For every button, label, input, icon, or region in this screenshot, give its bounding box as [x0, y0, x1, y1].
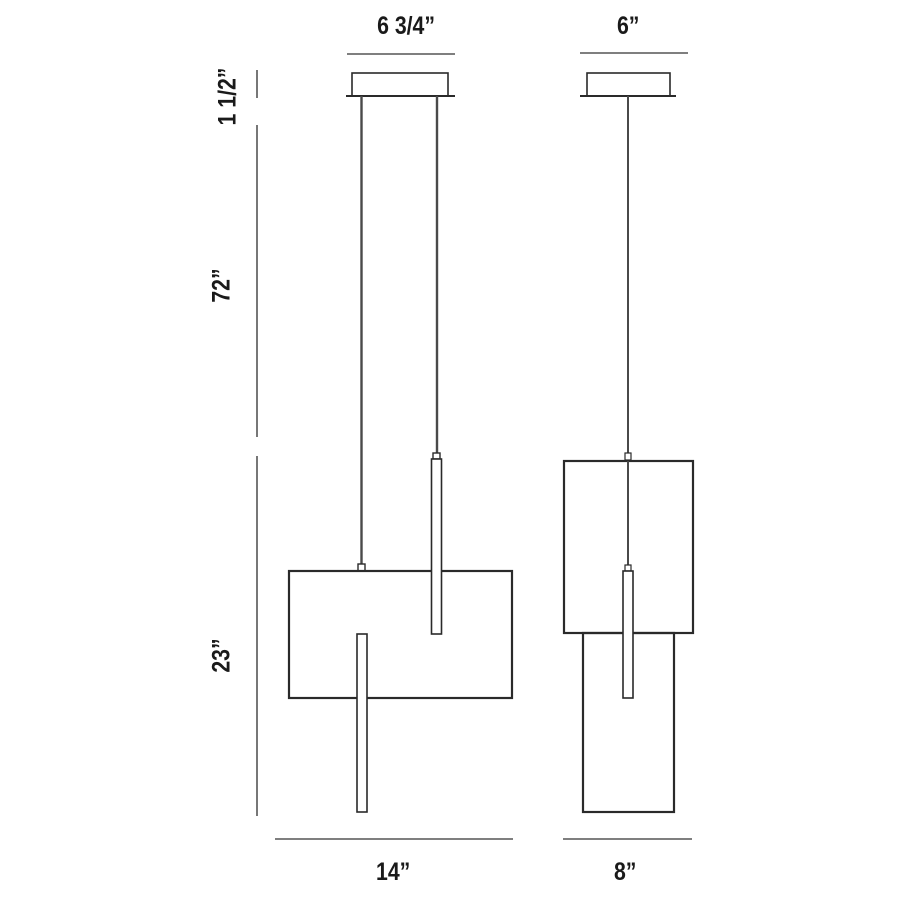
side-connector-top	[624, 452, 632, 461]
cord-length-label: 72”	[207, 268, 236, 303]
side-view	[562, 72, 695, 814]
side-tube	[622, 570, 634, 699]
front-view	[287, 72, 514, 813]
front-canopy	[351, 72, 449, 97]
front-tube-lower	[356, 633, 368, 813]
front-canopy-width-label: 6 3/4”	[377, 12, 436, 40]
front-width-label: 14”	[376, 858, 411, 886]
side-canopy-width-label: 6”	[616, 12, 640, 40]
top-dimension-lines	[347, 52, 688, 55]
fixture-height-label: 23”	[207, 638, 236, 673]
canopy-height-label: 1 1/2”	[213, 67, 242, 126]
front-connector-right	[432, 452, 441, 460]
side-width-label: 8”	[613, 858, 637, 886]
side-canopy	[586, 72, 671, 97]
front-tube-upper	[430, 458, 443, 635]
front-shade	[287, 569, 514, 700]
side-connector-tube	[624, 564, 632, 572]
